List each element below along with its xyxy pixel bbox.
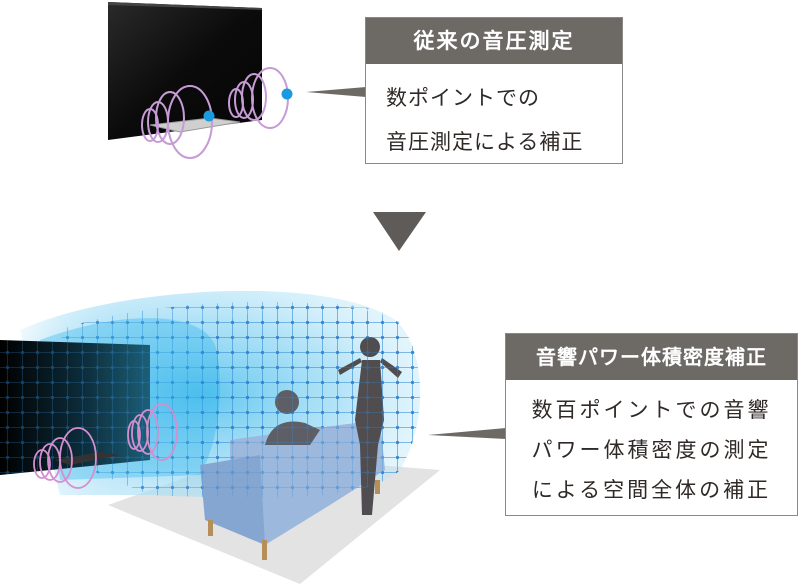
acoustic-power-density-callout: 音響パワー体積密度補正 数百ポイントでの音響 パワー体積密度の測定 による空間全… <box>505 333 798 516</box>
callout-body: 数ポイントでの 音圧測定による補正 <box>366 64 622 164</box>
callout-line: による空間全体の補正 <box>531 478 772 502</box>
bottom-scene-illustration <box>0 290 440 584</box>
callout-line: 数百ポイントでの音響 <box>531 398 772 422</box>
callout-line: 音圧測定による補正 <box>386 130 584 154</box>
measurement-point-icon <box>203 110 215 122</box>
sound-rings <box>33 403 178 489</box>
callout-title: 従来の音圧測定 <box>366 18 622 64</box>
callout-line: 数ポイントでの <box>386 86 540 110</box>
measurement-point-icon <box>281 88 293 100</box>
callout-pointer <box>428 428 506 439</box>
conventional-measurement-callout: 従来の音圧測定 数ポイントでの 音圧測定による補正 <box>365 17 623 164</box>
callout-body: 数百ポイントでの音響 パワー体積密度の測定 による空間全体の補正 <box>506 380 797 510</box>
top-tv-illustration <box>108 2 293 159</box>
callout-line: パワー体積密度の測定 <box>531 438 772 462</box>
callout-title: 音響パワー体積密度補正 <box>506 334 797 380</box>
sound-rings-left <box>141 85 213 159</box>
down-triangle-arrow-icon <box>373 212 426 251</box>
callout-pointer <box>306 87 366 97</box>
